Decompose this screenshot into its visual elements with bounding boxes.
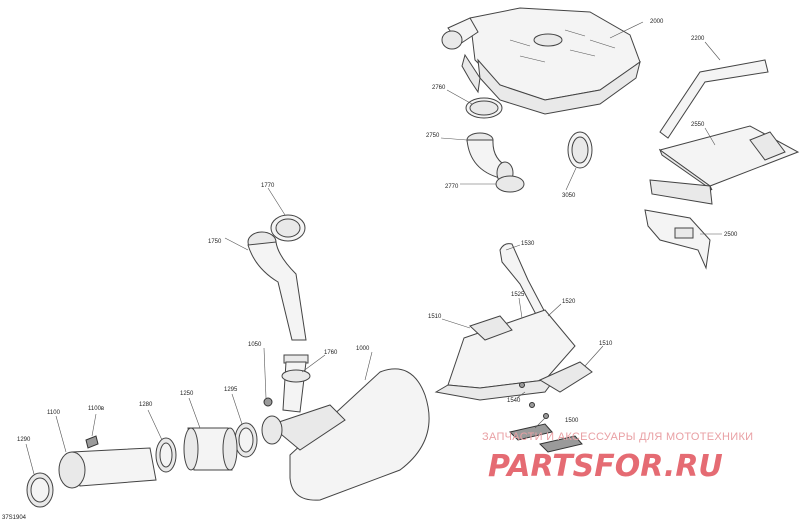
- label-1000: 1000: [356, 346, 370, 352]
- watermark-brand: PARTSFOR.RU: [488, 449, 723, 484]
- part-1500-pad-a: [509, 423, 553, 441]
- label-1510-b: 1510: [599, 341, 613, 347]
- part-1510-mount-a: [469, 315, 513, 341]
- label-2550: 2550: [691, 122, 705, 128]
- label-1525: 1525: [511, 292, 525, 298]
- label-1100b: 1100в: [88, 406, 104, 412]
- part-1750-tube: [247, 231, 309, 413]
- watermark: ЗАПЧАСТИ И АКСЕССУАРЫ ДЛЯ МОТОТЕХНИКИ PA…: [482, 431, 753, 484]
- label-1500: 1500: [565, 418, 579, 424]
- label-1100: 1100: [47, 410, 61, 416]
- part-1050-nut: [263, 397, 273, 407]
- label-1050: 1050: [248, 342, 262, 348]
- label-3050: 3050: [562, 193, 576, 199]
- part-2750-elbow: [466, 132, 514, 185]
- label-1250: 1250: [180, 391, 194, 397]
- label-2770: 2770: [445, 184, 459, 190]
- part-2550-plate: [649, 125, 800, 205]
- part-1250-sleeve: [183, 427, 238, 471]
- label-2500: 2500: [724, 232, 738, 238]
- part-2000-airbox: [441, 7, 641, 115]
- callout-labels: 2000 2200 2760 2750 2550 3050 2770 2500 …: [2, 19, 738, 521]
- label-1530: 1530: [521, 241, 535, 247]
- part-1530-strap: [499, 243, 549, 323]
- part-2500-bracket: [644, 209, 711, 270]
- label-2760: 2760: [432, 85, 446, 91]
- part-1510-mount-b: [538, 361, 593, 393]
- label-1510-a: 1510: [428, 314, 442, 320]
- part-2770-clamp: [495, 175, 525, 193]
- diagram-code: 37S1904: [2, 515, 27, 521]
- part-2200-strap: [659, 59, 769, 139]
- label-1280: 1280: [139, 402, 153, 408]
- label-2000: 2000: [650, 19, 664, 25]
- label-1760: 1760: [324, 350, 338, 356]
- label-1540: 1540: [507, 398, 521, 404]
- part-1100b-clip: [85, 435, 99, 449]
- leader-lines: [25, 21, 722, 475]
- part-1500-pad-b: [539, 435, 583, 453]
- part-1100-tailpipe: [58, 447, 157, 489]
- label-1290: 1290: [17, 437, 31, 443]
- part-1760-clamp: [281, 369, 311, 383]
- part-1000-muffler: [261, 368, 430, 501]
- label-2750: 2750: [426, 133, 440, 139]
- label-2200: 2200: [691, 36, 705, 42]
- label-1520: 1520: [562, 299, 576, 305]
- part-1540-bolts: [519, 382, 549, 419]
- label-1770: 1770: [261, 183, 275, 189]
- label-1295: 1295: [224, 387, 238, 393]
- label-1750: 1750: [208, 239, 222, 245]
- watermark-tagline: ЗАПЧАСТИ И АКСЕССУАРЫ ДЛЯ МОТОТЕХНИКИ: [482, 431, 753, 443]
